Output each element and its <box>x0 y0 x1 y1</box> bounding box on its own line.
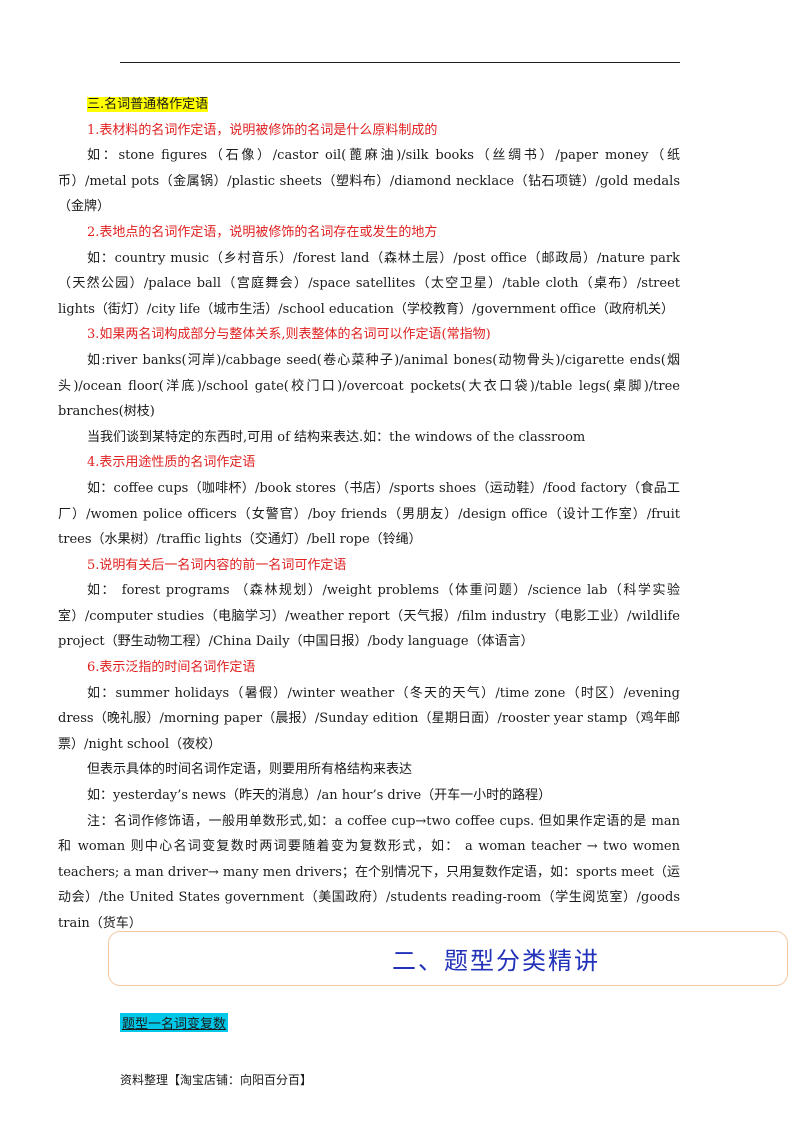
paragraph-list: 1.表材料的名词作定语，说明被修饰的名词是什么原料制成的如：stone figu… <box>58 118 680 937</box>
rule-heading: 1.表材料的名词作定语，说明被修饰的名词是什么原料制成的 <box>87 122 438 138</box>
section-title-text: 三.名词普通格作定语 <box>87 97 209 112</box>
rule-heading: 6.表示泛指的时间名词作定语 <box>87 660 256 676</box>
rule-heading: 3.如果两名词构成部分与整体关系,则表整体的名词可以作定语(常指物) <box>87 327 491 343</box>
paragraph: 如:river banks(河岸)/cabbage seed(卷心菜种子)/an… <box>58 352 680 420</box>
paragraph: 如：stone figures（石像）/castor oil(蓖麻油)/silk… <box>58 148 680 215</box>
paragraph: 如：yesterday’s news（昨天的消息）/an hour’s driv… <box>87 788 552 804</box>
paragraph: 如：summer holidays（暑假）/winter weather（冬天的… <box>58 685 680 752</box>
paragraph: 当我们谈到某特定的东西时,可用 of 结构来表达.如：the windows o… <box>87 429 586 445</box>
paragraph: 如： forest programs （森林规划）/weight problem… <box>58 583 680 650</box>
section-title: 三.名词普通格作定语 <box>58 92 680 118</box>
rule-heading: 5.说明有关后一名词内容的前一名词可作定语 <box>87 557 347 573</box>
rule-heading: 2.表地点的名词作定语，说明被修饰的名词存在或发生的地方 <box>87 224 438 240</box>
banner-title: 二、题型分类精讲 <box>392 947 600 975</box>
paragraph: 如：coffee cups（咖啡杯）/book stores（书店）/sport… <box>58 480 680 548</box>
paragraph: 注：名词作修饰语，一般用单数形式,如：a coffee cup→two coff… <box>58 813 680 931</box>
header-rule <box>120 62 680 63</box>
paragraph: 但表示具体的时间名词作定语，则要用所有格结构来表达 <box>87 762 413 778</box>
document-body: 三.名词普通格作定语 1.表材料的名词作定语，说明被修饰的名词是什么原料制成的如… <box>58 92 680 937</box>
rule-heading: 4.表示用途性质的名词作定语 <box>87 455 256 471</box>
subheading: 题型一名词变复数 <box>120 1013 229 1032</box>
footer-note: 资料整理【淘宝店铺：向阳百分百】 <box>120 1073 313 1087</box>
paragraph: 如：country music（乡村音乐）/forest land（森林土层）/… <box>58 250 680 317</box>
section-banner: 二、题型分类精讲 <box>108 931 788 986</box>
